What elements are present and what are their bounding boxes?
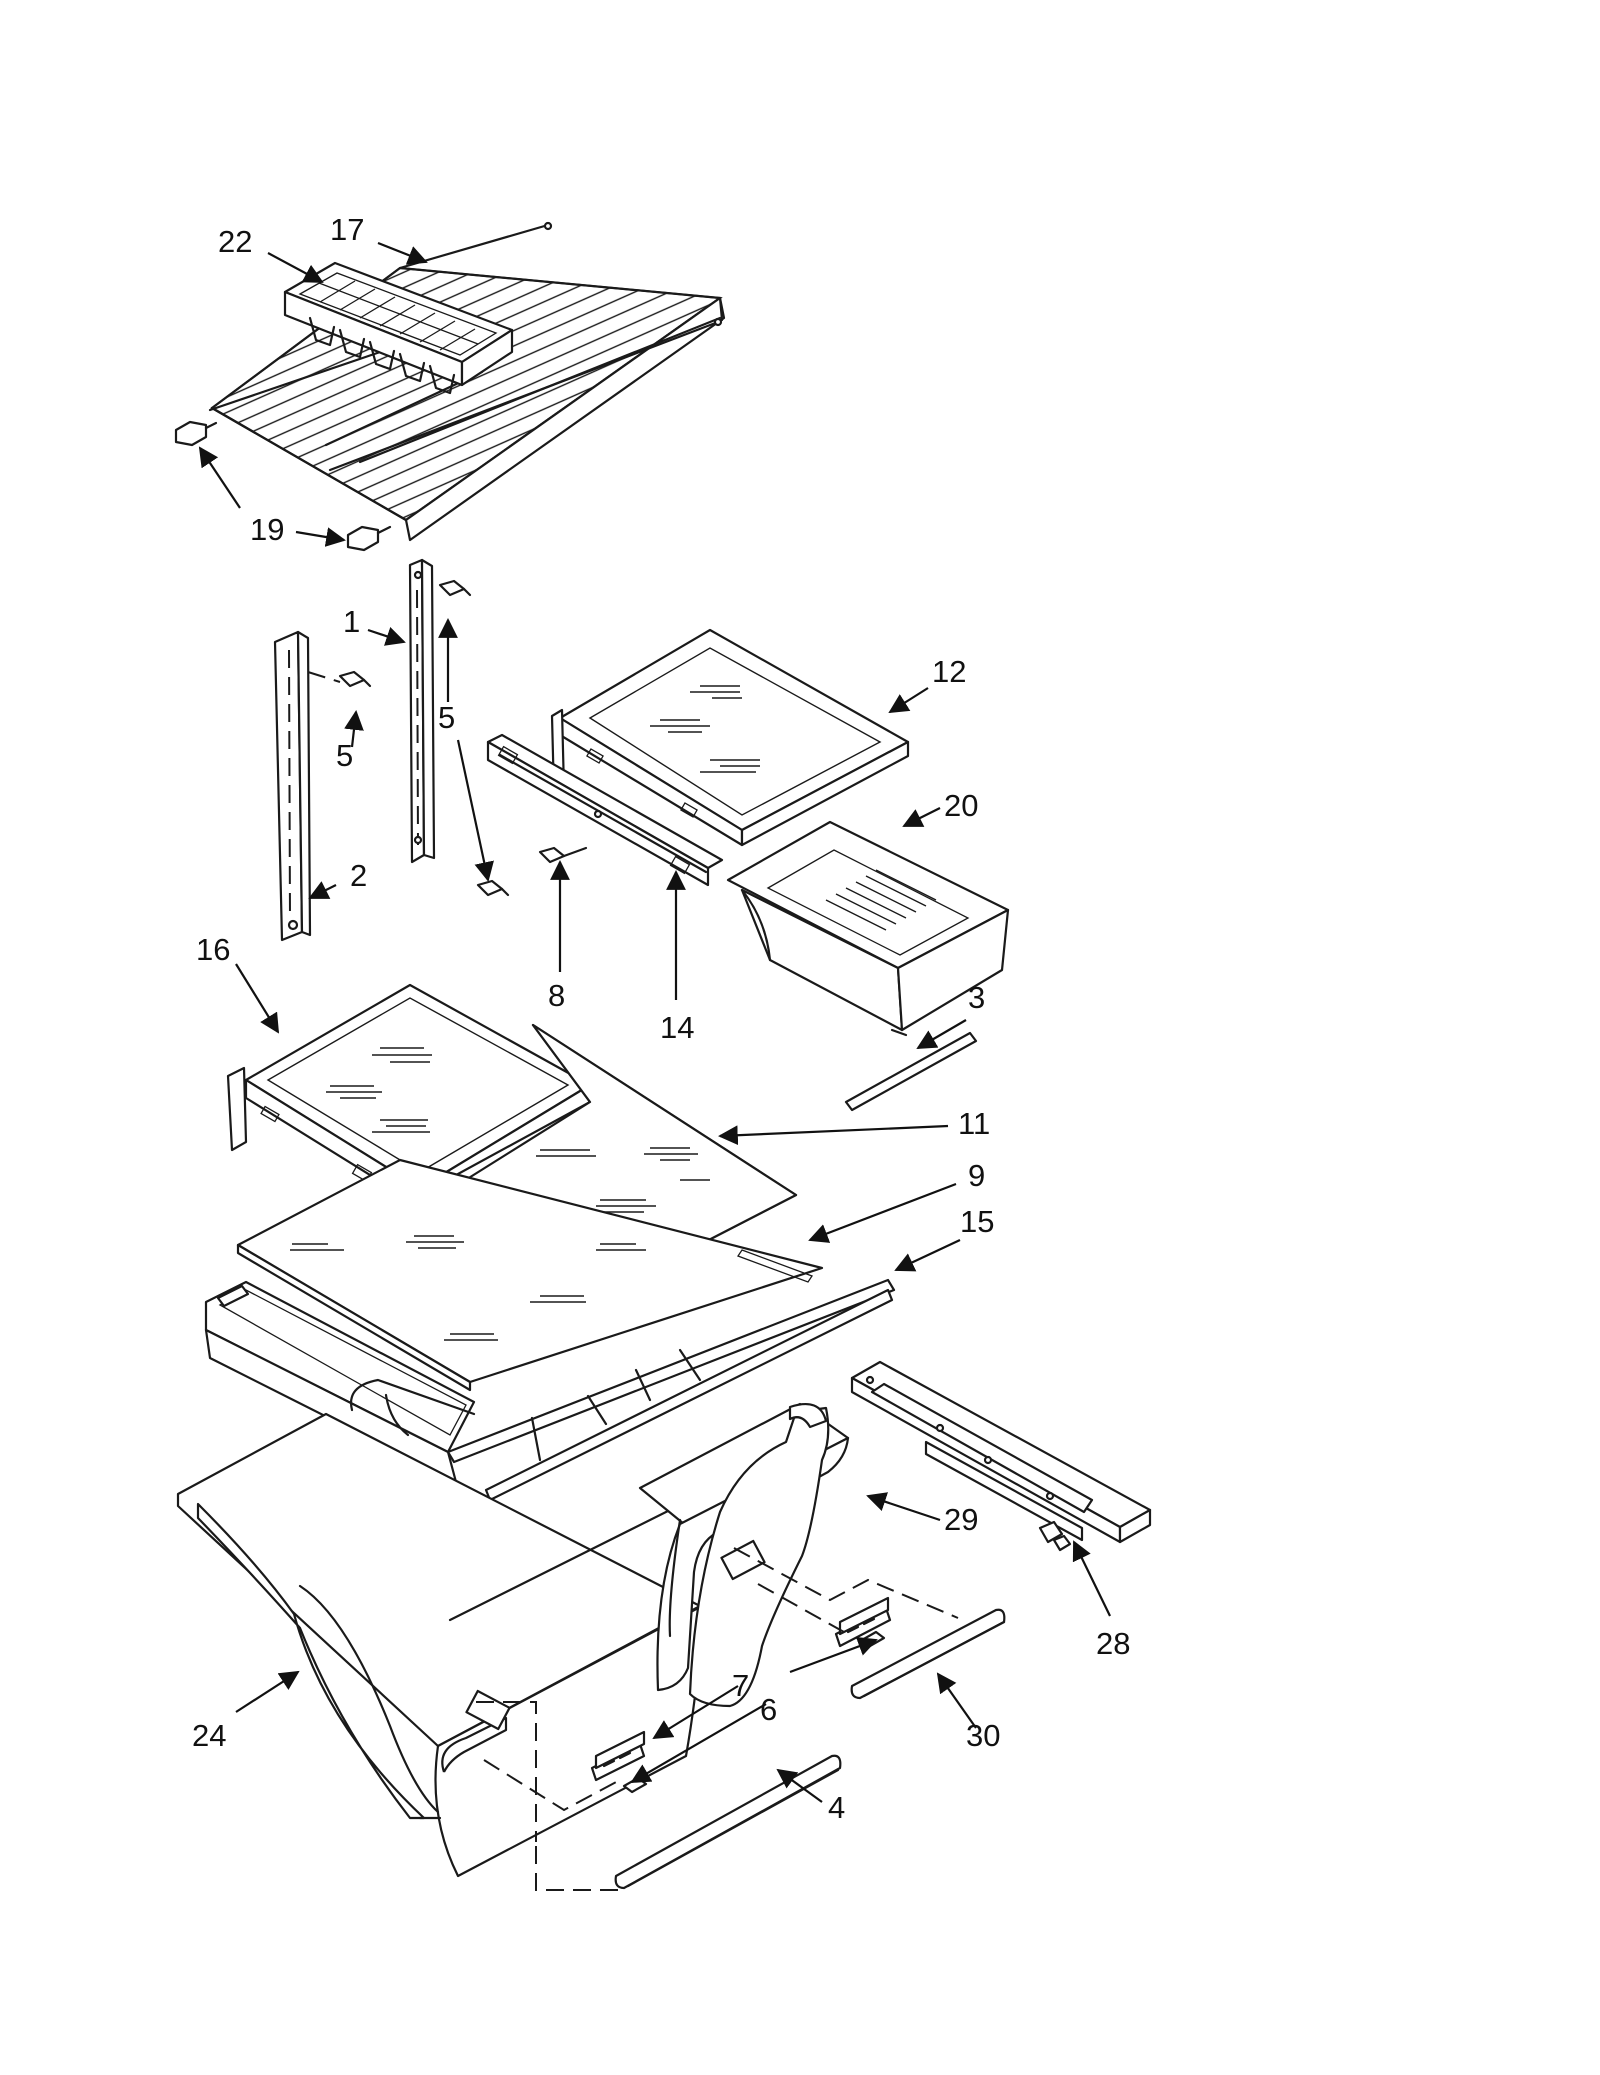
callout-28: 28 bbox=[1096, 1626, 1130, 1661]
rail-part-1 bbox=[408, 558, 436, 864]
callout-9: 9 bbox=[968, 1158, 985, 1193]
callout-17: 17 bbox=[330, 212, 364, 247]
glass-shelf-12 bbox=[550, 628, 910, 847]
callout-30: 30 bbox=[966, 1718, 1000, 1753]
callout-20: 20 bbox=[944, 788, 978, 823]
shelf-stud-part bbox=[174, 420, 392, 552]
callout-5b: 5 bbox=[438, 700, 455, 735]
glass-insert-9 bbox=[236, 1158, 824, 1392]
callout-2: 2 bbox=[350, 858, 367, 893]
callout-15: 15 bbox=[960, 1204, 994, 1239]
callout-4: 4 bbox=[828, 1790, 845, 1825]
callout-12: 12 bbox=[932, 654, 966, 689]
callout-29: 29 bbox=[944, 1502, 978, 1537]
crisper-bin-29 bbox=[638, 1402, 850, 1708]
callout-1: 1 bbox=[343, 604, 360, 639]
bracket-part-14 bbox=[486, 733, 724, 887]
callout-11: 11 bbox=[958, 1106, 990, 1141]
callout-3: 3 bbox=[968, 980, 985, 1015]
crisper-frame bbox=[204, 1280, 702, 1484]
callout-14: 14 bbox=[660, 1010, 694, 1045]
drawer-part-20 bbox=[726, 820, 1010, 1037]
leader-arrows bbox=[198, 241, 1111, 1803]
callout-6: 6 bbox=[760, 1692, 777, 1727]
clip-parts bbox=[590, 1596, 892, 1794]
crisper-bin-24 bbox=[176, 1412, 704, 1878]
callout-24: 24 bbox=[192, 1718, 226, 1753]
callout-16: 16 bbox=[196, 932, 230, 967]
trim-strip-3 bbox=[844, 1031, 978, 1112]
rail-part-2 bbox=[273, 630, 312, 942]
callout-22: 22 bbox=[218, 224, 252, 259]
callout-labels: 22 17 19 1 5 2 12 20 8 14 3 16 11 9 15 5… bbox=[192, 212, 1130, 1825]
assembly-lines bbox=[476, 1547, 959, 1891]
callout-5: 5 bbox=[336, 738, 353, 773]
callout-19: 19 bbox=[250, 512, 284, 547]
side-bracket-28 bbox=[850, 1360, 1152, 1552]
callout-8: 8 bbox=[548, 978, 565, 1013]
callout-7: 7 bbox=[732, 1668, 749, 1703]
screw-part bbox=[307, 579, 588, 897]
